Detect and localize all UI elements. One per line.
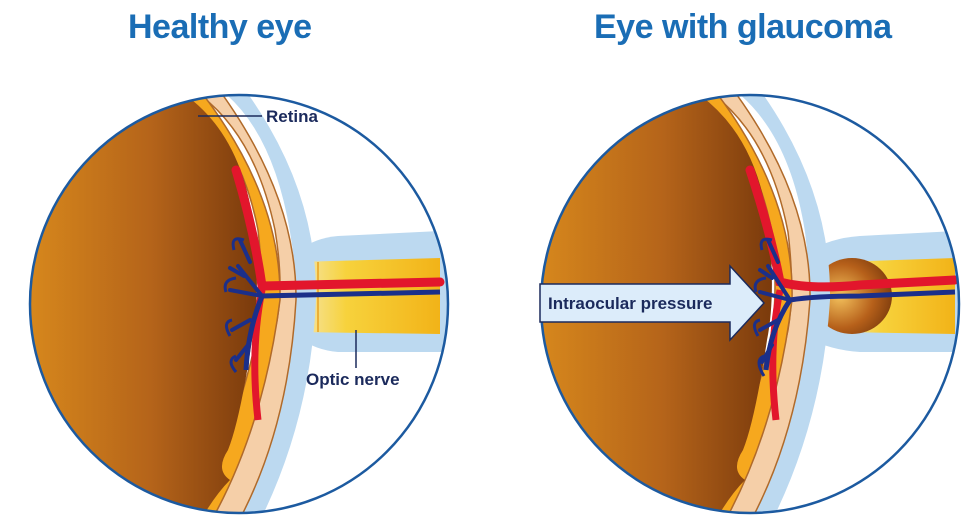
healthy-eyeball [30,95,257,513]
healthy-eye-panel: Retina Optic nerve [28,93,450,515]
retina-label: Retina [266,107,319,126]
healthy-sclera [185,95,317,513]
optic-nerve-label: Optic nerve [306,370,400,389]
healthy-eye-title: Healthy eye [128,8,312,46]
glaucoma-eye-title: Eye with glaucoma [594,8,892,46]
healthy-artery [231,165,445,291]
glaucoma-eye-panel: Intraocular pressure [539,93,961,515]
pressure-label: Intraocular pressure [548,294,712,313]
healthy-eye-outline [28,93,450,515]
glaucoma-sclera [700,95,831,513]
pressure-arrow [539,264,766,342]
